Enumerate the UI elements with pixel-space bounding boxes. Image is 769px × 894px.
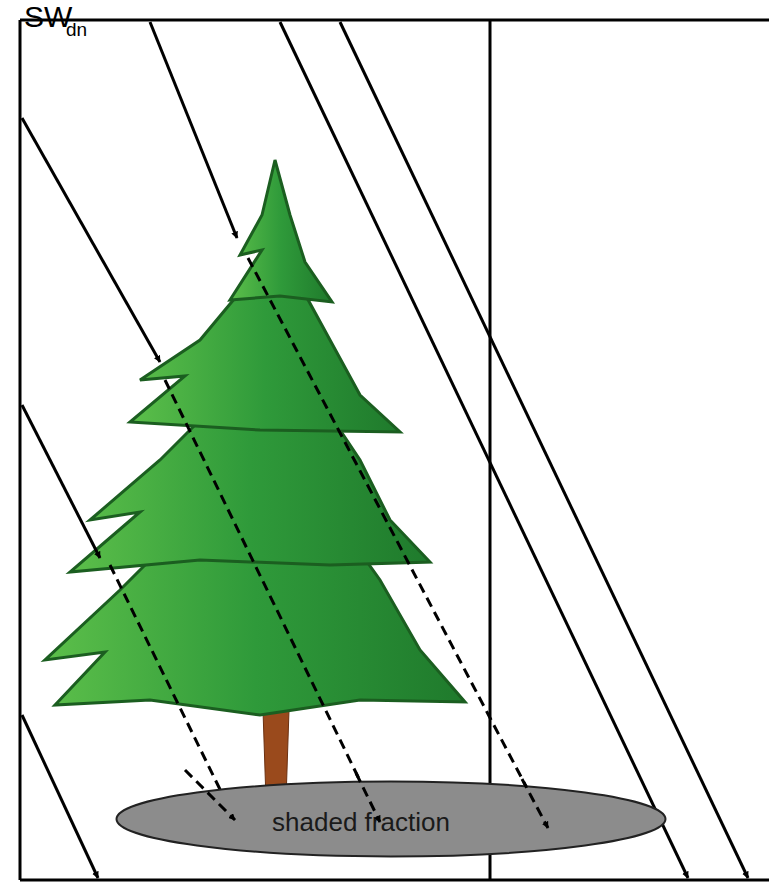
shaded-ray [522,779,548,828]
flux-symbol: SW [24,2,72,32]
flux-subscript: dn [66,20,87,39]
shaded-ellipse: shaded fraction [115,780,667,858]
shaded-ray [185,770,235,820]
shaded-rays [110,258,548,828]
tree [45,160,465,800]
frame [20,20,769,880]
region-label: shaded fraction [115,809,667,835]
sun-rays [22,22,748,878]
shaded-ray [356,773,380,822]
